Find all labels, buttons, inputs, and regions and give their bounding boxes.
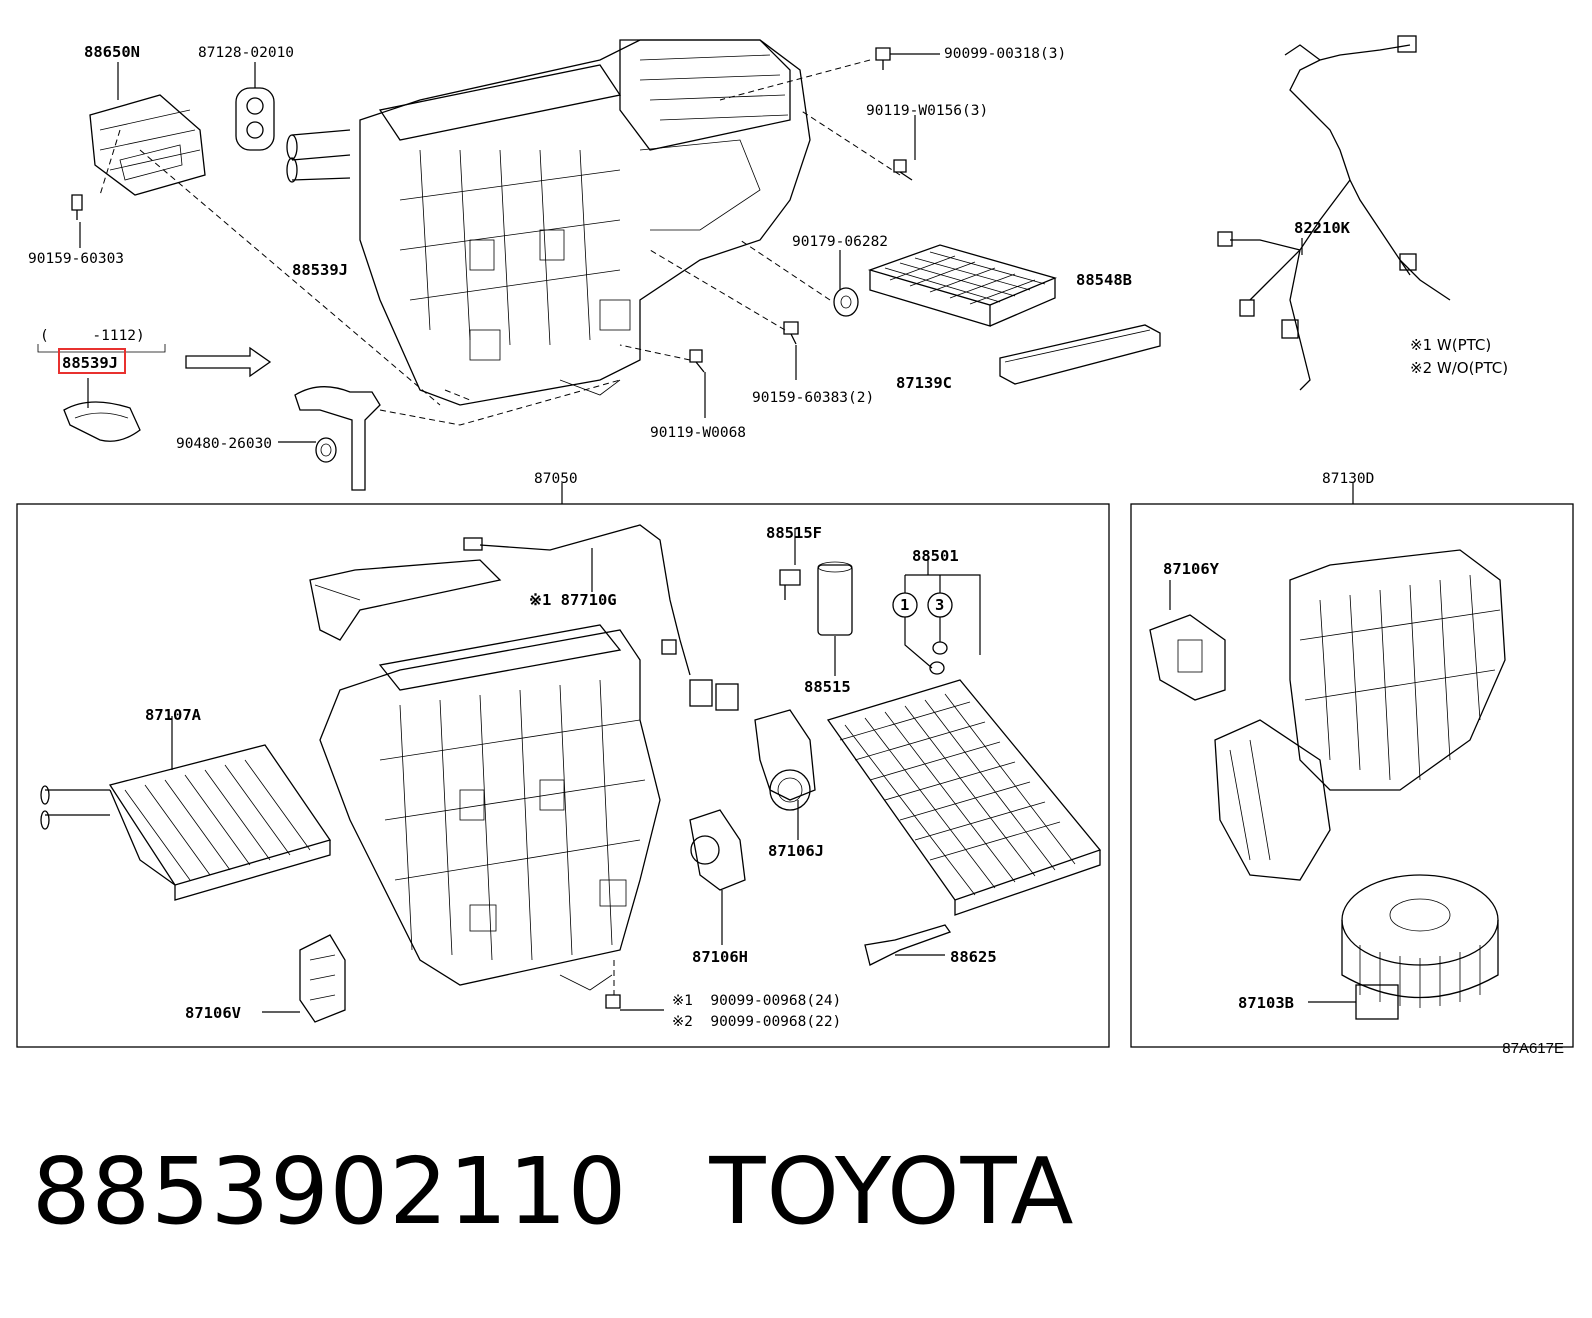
label-88539J: 88539J	[292, 261, 348, 279]
label-87130D: 87130D	[1322, 471, 1374, 487]
label-88650N: 88650N	[84, 43, 140, 61]
note-w-ptc: ※1 W(PTC)	[1410, 336, 1491, 354]
label-87128-02010: 87128-02010	[198, 45, 294, 61]
label-90119-W0156: 90119-W0156(3)	[866, 103, 988, 119]
label-90480-26030: 90480-26030	[176, 436, 272, 452]
label-90099-00968-w-ptc: ※1 90099-00968(24)	[672, 993, 841, 1009]
assembly-box-87050	[16, 503, 1110, 1048]
label-88515F: 88515F	[766, 524, 822, 542]
label-90099-00318: 90099-00318(3)	[944, 46, 1066, 62]
label-90119-W0068: 90119-W0068	[650, 425, 746, 441]
evaporator-drawing	[826, 679, 1102, 916]
label-88548B: 88548B	[1076, 271, 1132, 289]
valve-88515-drawing	[779, 528, 853, 676]
label-88501: 88501	[912, 547, 959, 565]
label-88515: 88515	[804, 678, 851, 696]
label-87050: 87050	[534, 471, 578, 487]
blower-motor-87103B-drawing	[1341, 874, 1499, 1020]
label-88625: 88625	[950, 948, 997, 966]
label-87106V: 87106V	[185, 1004, 241, 1022]
leader-lines-top	[37, 53, 1303, 443]
label-87710G: ※1 87710G	[529, 591, 617, 609]
cover-88548B-drawing	[999, 324, 1161, 385]
brand-name: TOYOTA	[709, 1138, 1075, 1245]
label-87103B: 87103B	[1238, 994, 1294, 1012]
servo-87106V-drawing	[299, 934, 346, 1023]
drawing-code: 87A617E	[1502, 1040, 1564, 1057]
hose-88539J-right-drawing	[294, 386, 381, 491]
cap-90179-drawing	[833, 287, 859, 317]
label-87106Y: 87106Y	[1163, 560, 1220, 578]
air-filter-87139C-drawing	[867, 244, 1057, 327]
selected-part-highlight	[58, 348, 126, 374]
screw-90099-00968-drawing	[605, 960, 664, 1011]
footer-caption: 8853902110 TOYOTA	[32, 1138, 1075, 1245]
bolt-icons	[71, 47, 913, 373]
arrow-right-icon	[185, 346, 272, 378]
wire-harness-82210K-drawing	[1217, 35, 1451, 391]
assembly-box-87130D	[1130, 503, 1574, 1048]
label-87107A: 87107A	[145, 706, 202, 724]
label-88539J-selected: 88539J	[62, 354, 118, 372]
hvac-unit-assembly-drawing	[286, 39, 811, 406]
label-range-note: ( -1112)	[40, 328, 145, 344]
circle-3: 3	[935, 596, 944, 614]
label-90159-60383: 90159-60383(2)	[752, 390, 874, 406]
label-82210K: 82210K	[1294, 219, 1351, 237]
label-87139C: 87139C	[896, 374, 952, 392]
servo-87106J-drawing	[754, 709, 816, 811]
label-90179-06282: 90179-06282	[792, 234, 888, 250]
o-rings-88501-drawing	[892, 556, 981, 675]
circle-1: 1	[900, 596, 909, 614]
hose-88539J-left-drawing	[63, 401, 141, 442]
part-number: 8853902110	[32, 1138, 628, 1245]
wire-harness-87710G-drawing	[309, 524, 739, 711]
hvac-case-drawing	[319, 624, 661, 991]
grommet-87128-drawing	[235, 87, 275, 151]
label-90099-00968-wo-ptc: ※2 90099-00968(22)	[672, 1014, 841, 1030]
label-90159-60303: 90159-60303	[28, 251, 124, 267]
ecu-module-88650N-drawing	[89, 94, 206, 196]
clamp-90480-drawing	[315, 437, 337, 463]
note-wo-ptc: ※2 W/O(PTC)	[1410, 359, 1508, 377]
leader-dashes-top	[99, 59, 901, 426]
label-87106H: 87106H	[692, 948, 748, 966]
heater-core-87107A-drawing	[40, 744, 332, 901]
blower-unit-87130D-drawing	[1149, 549, 1506, 881]
servo-87106H-drawing	[689, 809, 746, 945]
sensor-88625-drawing	[864, 924, 952, 966]
label-87106J: 87106J	[768, 842, 824, 860]
